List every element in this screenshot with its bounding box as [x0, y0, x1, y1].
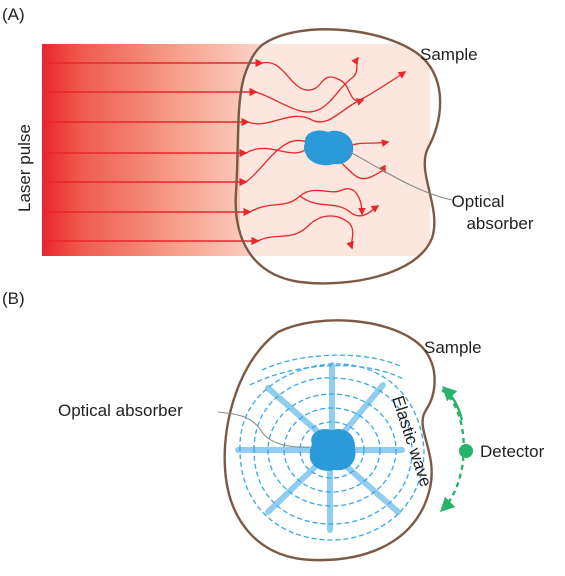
wavefront [239, 363, 425, 541]
panel-b-label: (B) [2, 289, 25, 308]
absorber-leader-line-a [349, 151, 453, 201]
absorber-label-a-line1: Optical [452, 192, 505, 211]
absorber-leader-line-b [217, 411, 311, 448]
panel-a-label: (A) [2, 5, 25, 24]
scatter-path [249, 188, 366, 216]
sample-label-a: Sample [420, 45, 478, 64]
panel-b: (B) Sample Optical absorber [2, 289, 545, 562]
sample-label-b: Sample [424, 338, 482, 357]
wave-spoke [341, 382, 386, 435]
absorber-label-a-line2: absorber [466, 214, 533, 233]
scatter-path [261, 62, 365, 106]
wavefront [299, 421, 365, 479]
wavefront [267, 393, 397, 507]
detector-icon [459, 444, 473, 458]
absorber-label-b: Optical absorber [58, 401, 183, 420]
scatter-path [257, 215, 354, 250]
detector-scan-arrow-upper [441, 385, 464, 421]
laser-pulse-label: Laser pulse [15, 124, 34, 212]
detector-label: Detector [480, 442, 545, 461]
elastic-wavefronts [239, 354, 425, 541]
panel-a: (A) Laser pulse [2, 5, 534, 285]
sample-outline-b [223, 319, 436, 562]
scatter-path [299, 195, 380, 217]
wave-spokes [235, 362, 405, 533]
scatter-path [247, 71, 407, 125]
wavefront [249, 364, 406, 386]
wavefront [261, 354, 401, 371]
optical-absorber-b [309, 428, 356, 471]
wave-spoke [343, 463, 401, 515]
sample-outline [234, 28, 442, 285]
wave-spoke [265, 463, 319, 515]
scatter-path [255, 56, 359, 113]
wavefront [283, 407, 381, 493]
laser-rays [42, 58, 264, 246]
wave-spoke [265, 385, 321, 435]
optical-absorber-a [304, 130, 354, 166]
